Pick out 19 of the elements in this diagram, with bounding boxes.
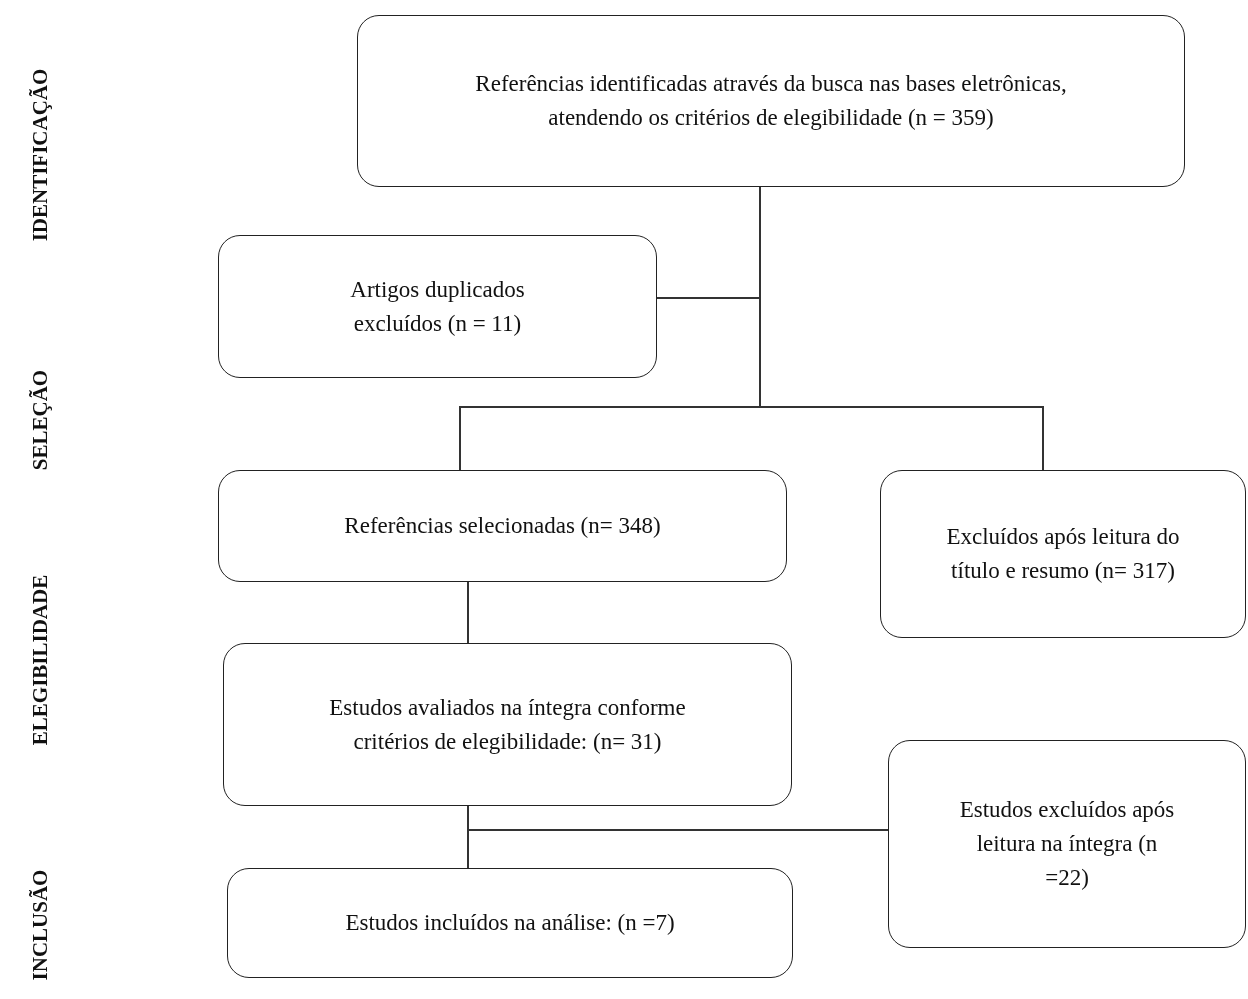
box-text: Estudos incluídos na análise: (n =7): [345, 909, 675, 937]
phase-label: ELEGIBILIDADE: [27, 574, 53, 746]
box-text: Estudos excluídos após leitura na íntegra (n =22): [958, 796, 1176, 892]
process-box: [888, 740, 1246, 948]
process-box: [218, 470, 787, 582]
phase-label: SELEÇÃO: [27, 369, 53, 471]
process-box: [880, 470, 1246, 638]
box-text: Estudos avaliados na íntegra conforme critérios de elegibilidade: (n= 31): [328, 693, 687, 756]
box-text: Referências selecionadas (n= 348): [344, 512, 661, 540]
process-box: [223, 643, 792, 806]
box-text: Referências identificadas através da busca nas bases eletrônicas, atendendo os critérios de elegibilidade (n = 359): [474, 70, 1068, 132]
process-box: [357, 15, 1185, 187]
phase-label: INCLUSÃO: [27, 869, 53, 981]
process-box: [227, 868, 793, 978]
process-box: [218, 235, 657, 378]
phase-label: IDENTIFICAÇÃO: [27, 68, 53, 242]
connector-line: [467, 581, 469, 644]
box-text: Excluídos após leitura do título e resumo (n= 317): [945, 523, 1181, 585]
box-text: Artigos duplicados excluídos (n = 11): [349, 275, 526, 338]
